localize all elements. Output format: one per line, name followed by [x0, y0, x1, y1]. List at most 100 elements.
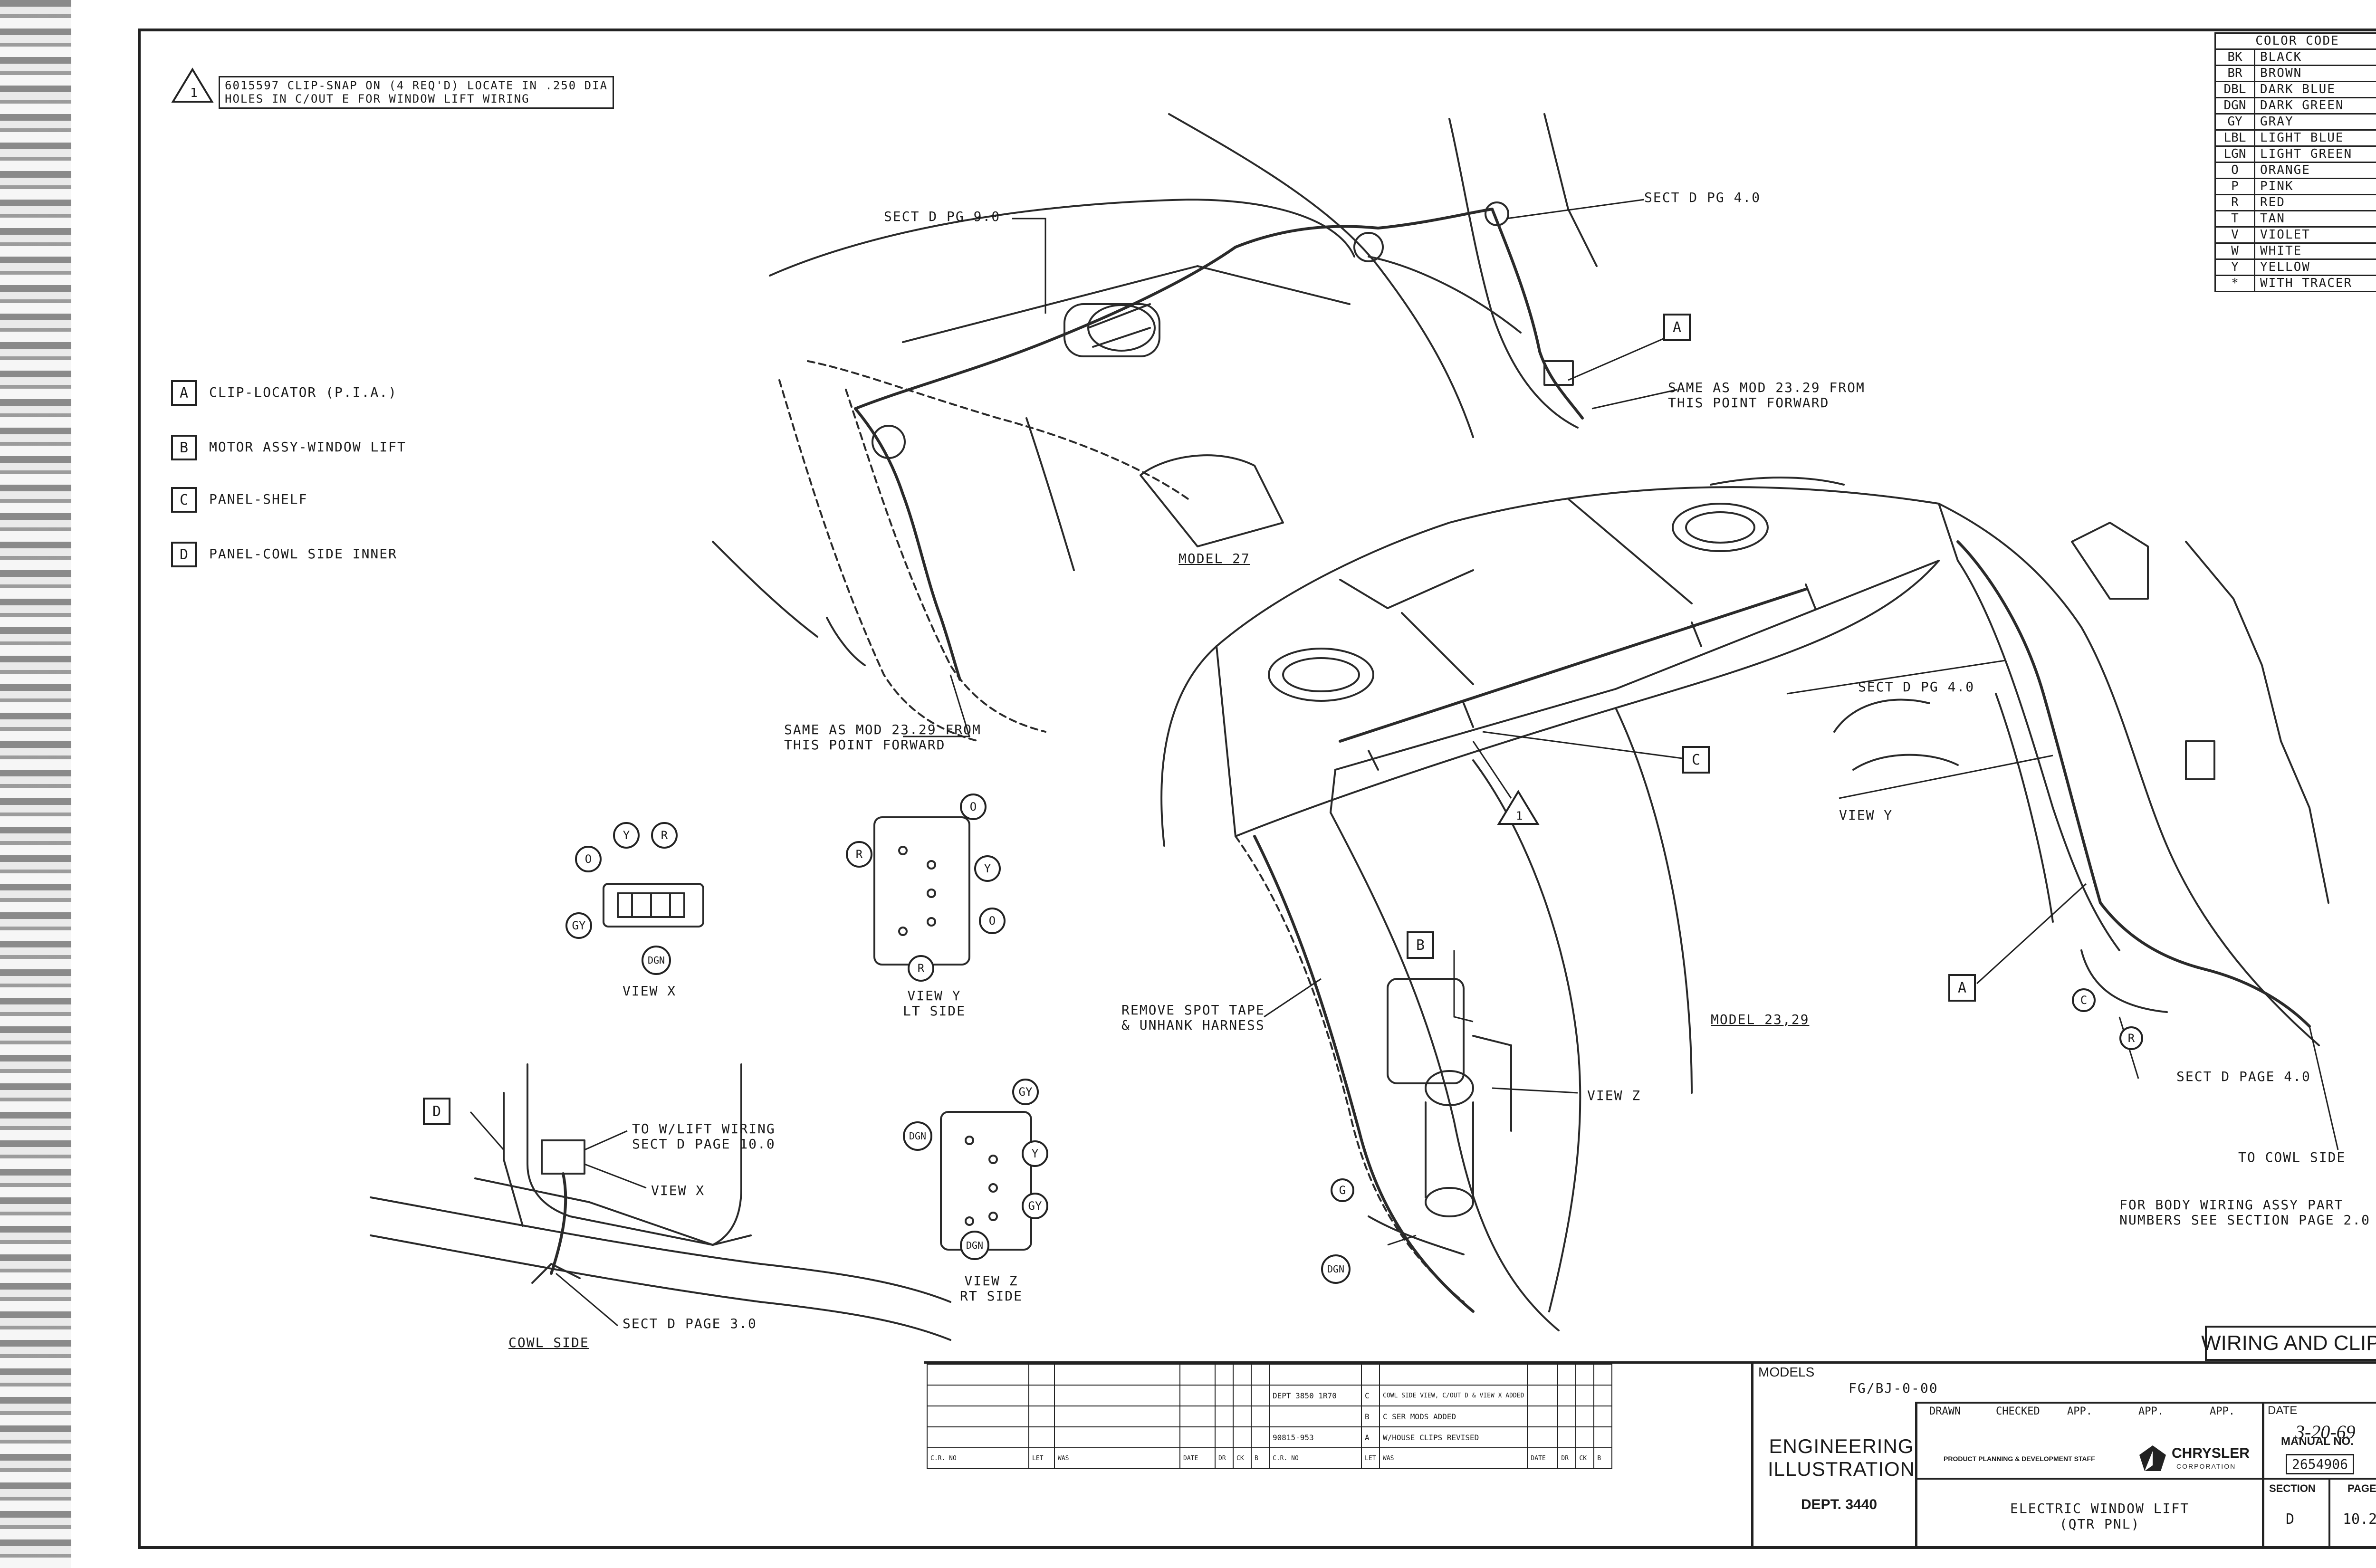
color-code: Y	[2214, 258, 2255, 276]
view-y-wire-o-top: O	[960, 794, 987, 820]
tag-a-top: A	[1663, 314, 1691, 341]
engineering-illustration: ENGINEERING ILLUSTRATION	[1768, 1435, 1915, 1481]
page-label: PAGE	[2347, 1482, 2376, 1494]
view-y-wire-r: R	[846, 841, 872, 868]
callout-sect-d-pg-4-right: SECT D PG 4.0	[1858, 679, 1975, 695]
callout-line: REMOVE SPOT TAPE	[1121, 1002, 1265, 1018]
revision-row: 90815-953 A W/HOUSE CLIPS REVISED	[927, 1426, 1613, 1448]
callout-view-x-arrow: VIEW X	[651, 1183, 705, 1198]
wire-c-marker: C	[2072, 988, 2096, 1012]
date-value: 3-20-69	[2295, 1421, 2356, 1443]
color-name: BROWN	[2254, 65, 2376, 82]
title-block-rule	[1915, 1402, 2376, 1404]
view-x-wire-dgn: DGN	[642, 946, 671, 975]
color-name: DARK BLUE	[2254, 81, 2376, 98]
revision-header: WAS	[1054, 1447, 1180, 1469]
drawing-title: ELECTRIC WINDOW LIFT (QTR PNL)	[2010, 1501, 2189, 1532]
color-name: GRAY	[2254, 113, 2376, 131]
view-z-subtitle: RT SIDE	[960, 1288, 1023, 1304]
callout-line: SAME AS MOD 23.29 FROM	[784, 722, 981, 737]
sheet-title: WIRING AND CLIPS	[2201, 1326, 2376, 1361]
legend-key-d: D	[171, 542, 197, 567]
view-y-subtitle: LT SIDE	[903, 1003, 966, 1019]
legend-key-c: C	[171, 487, 197, 513]
view-z-title: VIEW Z RT SIDE	[960, 1273, 1023, 1304]
callout-same-as-mod-right: SAME AS MOD 23.29 FROM THIS POINT FORWAR…	[1668, 380, 1865, 411]
revision-was: C SER MODS ADDED	[1379, 1405, 1528, 1427]
title-block-divider	[2328, 1480, 2330, 1549]
revision-header-row: C.R. NO LET WAS DATE DR CK B C.R. NO LET…	[927, 1447, 1613, 1469]
revision-row: DEPT 3850 1R70 C COWL SIDE VIEW, C/OUT D…	[927, 1385, 1613, 1406]
models-value: FG/BJ-0-00	[1849, 1380, 1938, 1396]
color-code-title: COLOR CODE	[2214, 32, 2376, 50]
color-name: ORANGE	[2254, 162, 2376, 179]
drawing-subtitle: (QTR PNL)	[2059, 1516, 2140, 1532]
callout-line: SAME AS MOD 23.29 FROM	[1668, 380, 1865, 395]
app-label-2: APP.	[2138, 1405, 2164, 1417]
legend-text-d: PANEL-COWL SIDE INNER	[209, 546, 398, 562]
color-code: P	[2214, 178, 2255, 195]
wire-dgn-marker: DGN	[1321, 1254, 1351, 1284]
revision-table: DEPT 3850 1R70 C COWL SIDE VIEW, C/OUT D…	[927, 1364, 1613, 1469]
revision-header: B	[1251, 1447, 1270, 1469]
color-code: V	[2214, 226, 2255, 244]
binding-edge	[0, 0, 71, 1568]
date-label: DATE	[2268, 1404, 2298, 1417]
title-block-rule	[1915, 1478, 2376, 1480]
revision-header: B	[1593, 1447, 1613, 1469]
color-name: WITH TRACER	[2254, 275, 2376, 292]
callout-to-wlift-wiring: TO W/LIFT WIRING SECT D PAGE 10.0	[632, 1121, 776, 1152]
callout-model-23-29: MODEL 23,29	[1711, 1012, 1810, 1027]
legend-key-a: A	[171, 380, 197, 406]
callout-view-y: VIEW Y	[1839, 807, 1893, 823]
callout-line: THIS POINT FORWARD	[1668, 395, 1830, 411]
callout-line: SECT D PAGE 10.0	[632, 1136, 776, 1152]
view-y-title: VIEW Y LT SIDE	[903, 988, 966, 1019]
pentastar-logo	[2139, 1445, 2166, 1471]
color-name: VIOLET	[2254, 226, 2376, 244]
legend-key-b: B	[171, 435, 197, 460]
color-code: *	[2214, 275, 2255, 292]
color-code-row: *WITH TRACER	[2214, 275, 2376, 292]
title-block-top-rule	[924, 1361, 2376, 1364]
color-code: W	[2214, 242, 2255, 260]
view-z-wire-gy: GY	[1022, 1193, 1048, 1219]
app-label-3: APP.	[2210, 1405, 2235, 1417]
view-x-wire-y: Y	[613, 822, 640, 849]
view-x-title: VIEW X	[623, 983, 677, 999]
warning-triangle-number: 1	[190, 86, 199, 100]
warning-triangle-icon	[171, 67, 214, 103]
manual-label: MANUAL NO.	[2281, 1435, 2354, 1448]
color-name: LIGHT BLUE	[2254, 129, 2376, 147]
staff-label: PRODUCT PLANNING & DEVELOPMENT STAFF	[1944, 1455, 2095, 1463]
callout-sect-d-pg-4-top: SECT D PG 4.0	[1644, 190, 1761, 205]
revision-header: CK	[1233, 1447, 1252, 1469]
section-label: SECTION	[2269, 1482, 2316, 1494]
legend-text-b: MOTOR ASSY-WINDOW LIFT	[209, 439, 406, 455]
color-code: GY	[2214, 113, 2255, 131]
callout-sect-d-page-3: SECT D PAGE 3.0	[623, 1316, 757, 1331]
revision-cr	[1269, 1405, 1362, 1427]
warning-triangle-shelf-icon	[1497, 790, 1540, 825]
wire-r-marker: R	[2119, 1026, 2143, 1050]
revision-header: LET	[1361, 1447, 1380, 1469]
illustration-label: ILLUSTRATION	[1768, 1458, 1915, 1481]
title-block-divider	[1751, 1361, 1753, 1549]
revision-header: WAS	[1379, 1447, 1528, 1469]
tag-b: B	[1407, 931, 1434, 959]
callout-model-27: MODEL 27	[1178, 551, 1250, 566]
tag-d: D	[423, 1098, 450, 1125]
revision-cr: 90815-953	[1269, 1426, 1362, 1448]
title-block-divider	[1915, 1402, 1917, 1549]
page-value: 10.2	[2343, 1511, 2376, 1528]
view-y-title-line: VIEW Y	[907, 988, 961, 1004]
